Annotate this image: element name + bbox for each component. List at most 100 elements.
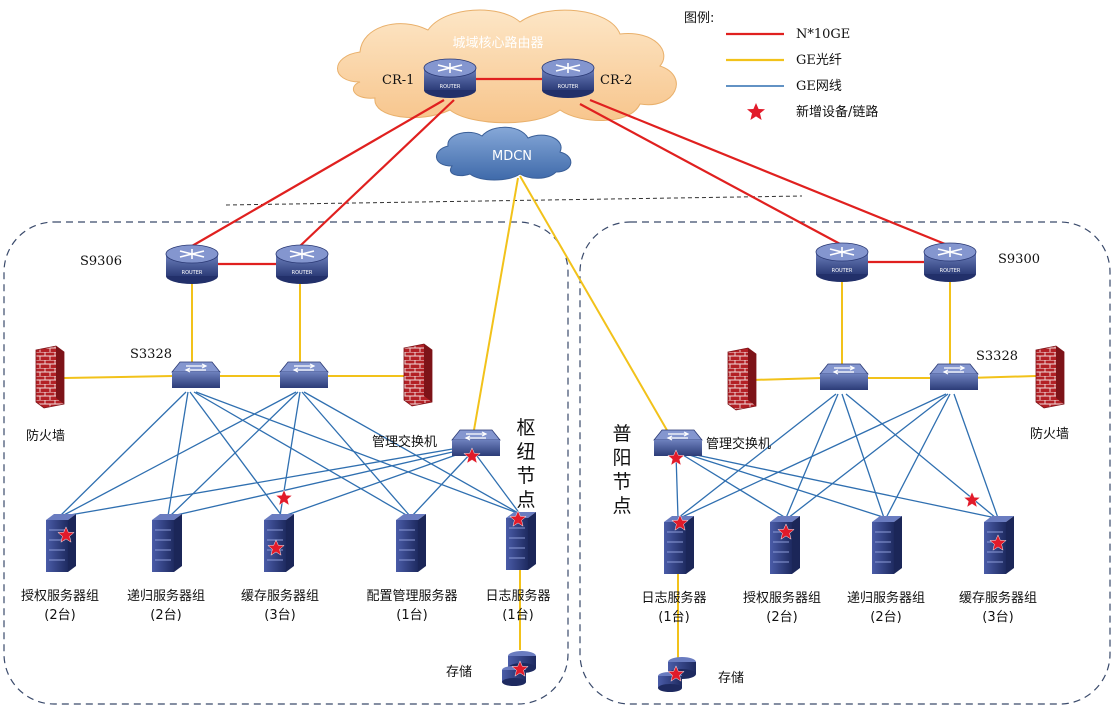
router-s9306-a[interactable]: ROUTER bbox=[165, 244, 219, 284]
server-count: (3台) bbox=[264, 608, 295, 623]
server-count: (2台) bbox=[44, 608, 75, 623]
server-name: 授权服务器组 bbox=[21, 588, 99, 604]
switch-s3328-right-a[interactable] bbox=[819, 363, 869, 390]
fiber-mdcn-mgmt-left bbox=[473, 177, 519, 431]
star-icon bbox=[509, 510, 527, 527]
star-icon bbox=[57, 526, 75, 543]
router-badge: ROUTER bbox=[292, 270, 313, 276]
server-left-config[interactable] bbox=[396, 514, 426, 572]
svg-text:普: 普 bbox=[612, 423, 631, 445]
star-icon bbox=[777, 523, 795, 540]
cr1-label: CR-1 bbox=[382, 73, 414, 88]
server-count: (1台) bbox=[502, 608, 533, 623]
server-left-recursive[interactable] bbox=[152, 514, 182, 572]
mgmt-switch-left[interactable] bbox=[451, 429, 501, 456]
mdcn-cloud-label: MDCN bbox=[492, 149, 532, 164]
router-badge: ROUTER bbox=[558, 84, 579, 90]
server-name: 递归服务器组 bbox=[847, 590, 925, 606]
star-icon bbox=[275, 489, 293, 506]
storage-left-label: 存储 bbox=[446, 665, 472, 680]
svg-text:阳: 阳 bbox=[612, 447, 631, 469]
star-icon bbox=[463, 447, 481, 464]
svg-text:点: 点 bbox=[516, 489, 535, 511]
left-node-border bbox=[3, 221, 569, 705]
link-cr2-s9300a bbox=[579, 103, 843, 246]
link-cr2-s9300b bbox=[589, 98, 951, 248]
storage-right-label: 存储 bbox=[718, 671, 744, 686]
legend-label: N*10GE bbox=[796, 27, 850, 42]
storage-left[interactable] bbox=[502, 651, 536, 686]
svg-text:节: 节 bbox=[516, 465, 535, 487]
star-icon bbox=[989, 534, 1007, 551]
legend-label: GE光纤 bbox=[796, 53, 842, 68]
server-name: 缓存服务器组 bbox=[959, 590, 1037, 606]
core-cloud bbox=[337, 9, 677, 124]
legend: 图例: N*10GE GE光纤 GE网线 新增设备/链路 bbox=[684, 11, 878, 120]
star-icon bbox=[511, 660, 529, 677]
switch-s3328-left-a[interactable] bbox=[171, 361, 221, 388]
core-cloud-label: 城域核心路由器 bbox=[452, 35, 543, 51]
right-node-border bbox=[579, 221, 1111, 705]
server-name: 日志服务器 bbox=[485, 588, 550, 604]
new-device-stars bbox=[57, 447, 1007, 682]
server-left-cache[interactable] bbox=[264, 514, 294, 572]
server-count: (2台) bbox=[870, 610, 901, 625]
mgmt-switch-left-label: 管理交换机 bbox=[372, 434, 437, 450]
right-switch-model: S3328 bbox=[976, 349, 1018, 364]
svg-text:纽: 纽 bbox=[516, 441, 535, 463]
router-badge: ROUTER bbox=[440, 84, 461, 90]
left-switch-model: S3328 bbox=[130, 347, 172, 362]
star-icon bbox=[671, 514, 689, 531]
server-right-recursive[interactable] bbox=[872, 516, 902, 574]
firewall-right-label: 防火墙 bbox=[1030, 426, 1069, 442]
fiber-mdcn-mgmt-right bbox=[519, 175, 669, 433]
mdcn-cloud bbox=[436, 126, 572, 181]
server-left-log[interactable] bbox=[506, 512, 536, 570]
star-icon bbox=[267, 539, 285, 556]
server-count: (2台) bbox=[150, 608, 181, 623]
firewall-left-b[interactable] bbox=[403, 343, 433, 407]
router-s9300-a[interactable]: ROUTER bbox=[815, 242, 869, 282]
n10ge-links bbox=[191, 77, 951, 266]
right-node-name: 普 阳 节 点 bbox=[612, 423, 631, 517]
server-right-auth[interactable] bbox=[770, 516, 800, 574]
server-name: 缓存服务器组 bbox=[241, 588, 319, 604]
firewall-left-a[interactable] bbox=[35, 345, 65, 409]
fiber-fw-right-b bbox=[967, 375, 1037, 379]
router-badge: ROUTER bbox=[182, 270, 203, 276]
fiber-fw-right-a bbox=[751, 377, 823, 381]
firewall-left-label: 防火墙 bbox=[26, 428, 65, 444]
mgmt-switch-right-label: 管理交换机 bbox=[706, 436, 771, 452]
router-badge: ROUTER bbox=[832, 268, 853, 274]
link-cr1-s9306b bbox=[299, 99, 455, 247]
switch-s3328-left-b[interactable] bbox=[279, 361, 329, 388]
link-cr1-s9306a bbox=[191, 99, 445, 247]
router-cr2[interactable]: ROUTER bbox=[541, 58, 595, 98]
star-icon bbox=[667, 665, 685, 682]
star-icon bbox=[747, 103, 765, 120]
server-left-labels: 授权服务器组 (2台) 递归服务器组 (2台) 缓存服务器组 (3台) 配置管理… bbox=[21, 588, 551, 623]
ge-fiber-links bbox=[63, 175, 1037, 664]
server-left-auth[interactable] bbox=[46, 514, 76, 572]
router-cr1[interactable]: ROUTER bbox=[423, 58, 477, 98]
svg-text:节: 节 bbox=[612, 471, 631, 493]
router-s9300-b[interactable]: ROUTER bbox=[923, 242, 977, 282]
legend-title: 图例: bbox=[684, 11, 714, 26]
router-s9306-b[interactable]: ROUTER bbox=[275, 244, 329, 284]
fiber-fw-left-a bbox=[63, 375, 173, 379]
server-name: 递归服务器组 bbox=[127, 588, 205, 604]
svg-text:点: 点 bbox=[612, 495, 631, 517]
server-name: 授权服务器组 bbox=[743, 590, 821, 606]
legend-label: 新增设备/链路 bbox=[796, 104, 878, 120]
server-count: (2台) bbox=[766, 610, 797, 625]
firewall-right-a[interactable] bbox=[727, 347, 757, 411]
switch-s3328-right-b[interactable] bbox=[929, 363, 979, 390]
server-right-log[interactable] bbox=[664, 516, 694, 574]
right-router-model: S9300 bbox=[998, 252, 1040, 267]
left-node-name: 枢 纽 节 点 bbox=[516, 417, 535, 511]
firewall-right-b[interactable] bbox=[1035, 345, 1065, 409]
mgmt-switch-right[interactable] bbox=[653, 429, 703, 456]
star-icon bbox=[667, 449, 685, 466]
server-count: (3台) bbox=[982, 610, 1013, 625]
